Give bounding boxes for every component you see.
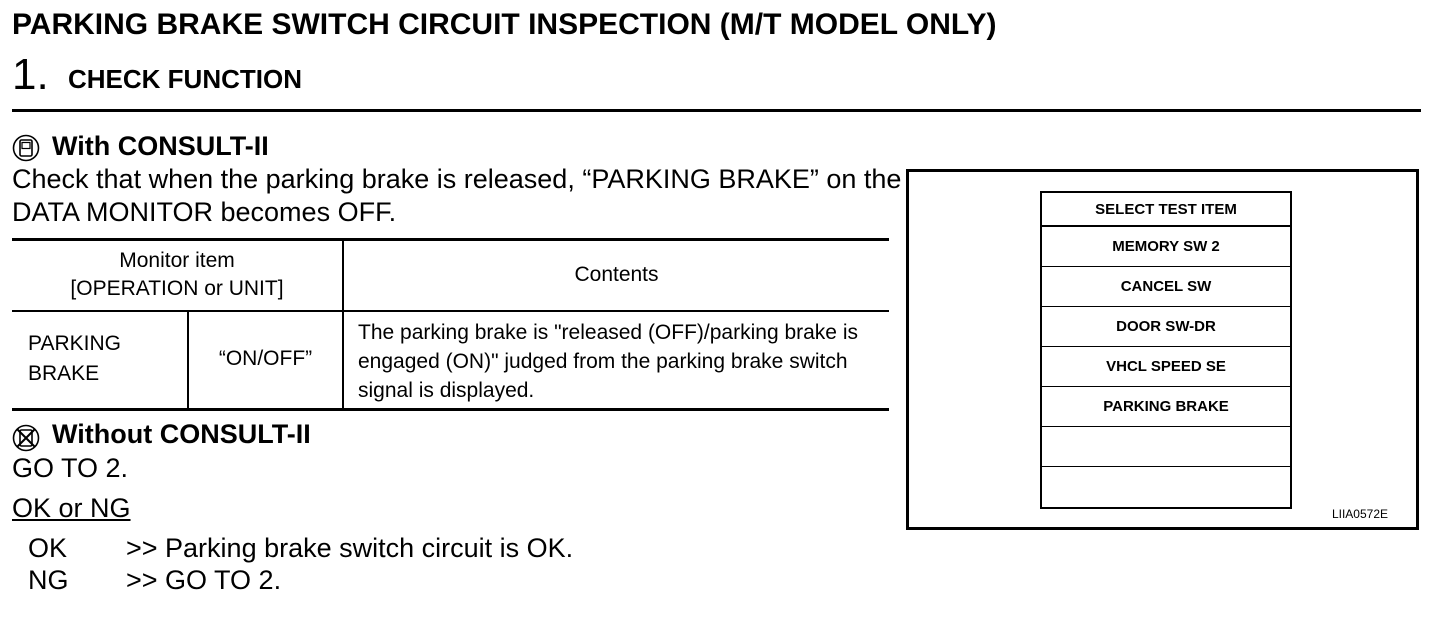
without-consult-heading: Without CONSULT-II: [52, 419, 311, 449]
monitor-table: Monitor item [OPERATION or UNIT] Content…: [12, 238, 889, 411]
list-item: [1042, 427, 1290, 467]
list-item: DOOR SW-DR: [1042, 307, 1290, 347]
list-item: PARKING BRAKE: [1042, 387, 1290, 427]
title-divider: [12, 109, 1421, 112]
table-column-divider: [187, 311, 189, 408]
without-consult-instruction: GO TO 2.: [12, 453, 129, 483]
table-column-divider: [342, 241, 344, 408]
table-header-monitor-item: Monitor item [OPERATION or UNIT]: [70, 249, 284, 300]
with-consult-heading: With CONSULT-II: [52, 131, 269, 161]
test-item-list: SELECT TEST ITEM MEMORY SW 2 CANCEL SW D…: [1040, 191, 1292, 509]
table-cell-item: PARKING BRAKE: [28, 332, 121, 385]
consult-icon: [12, 134, 40, 162]
consult-screen-figure: SELECT TEST ITEM MEMORY SW 2 CANCEL SW D…: [906, 169, 1419, 530]
ok-label: OK: [28, 533, 68, 563]
table-cell-contents: The parking brake is "released (OFF)/par…: [358, 321, 858, 402]
page-title: PARKING BRAKE SWITCH CIRCUIT INSPECTION …: [12, 8, 997, 41]
step-title: CHECK FUNCTION: [68, 64, 302, 94]
step-number: 1.: [12, 50, 49, 99]
ng-result-text: >> GO TO 2.: [126, 565, 282, 595]
no-consult-icon: [12, 424, 40, 452]
table-header-divider: [12, 310, 889, 312]
list-item: CANCEL SW: [1042, 267, 1290, 307]
list-item: VHCL SPEED SE: [1042, 347, 1290, 387]
result-heading: OK or NG: [12, 493, 131, 523]
table-cell-value: “ON/OFF”: [218, 347, 313, 370]
list-header: SELECT TEST ITEM: [1042, 193, 1290, 227]
ng-label: NG: [28, 565, 69, 595]
check-instruction: Check that when the parking brake is rel…: [12, 164, 902, 227]
ok-result-text: >> Parking brake switch circuit is OK.: [126, 533, 574, 563]
table-header-contents: Contents: [574, 263, 659, 286]
list-item: MEMORY SW 2: [1042, 227, 1290, 267]
list-item: [1042, 467, 1290, 507]
figure-id: LIIA0572E: [1331, 507, 1388, 521]
